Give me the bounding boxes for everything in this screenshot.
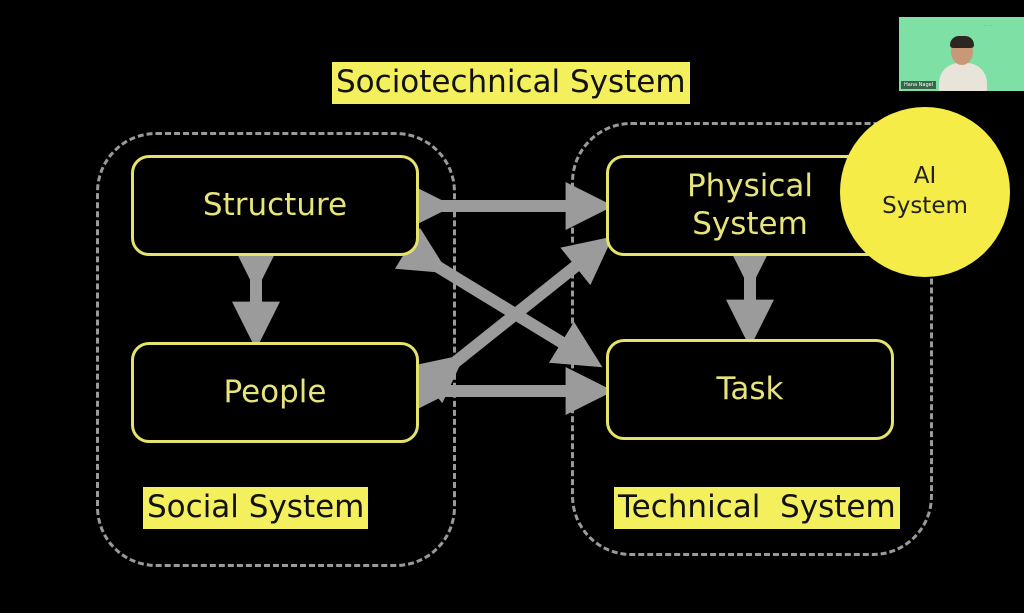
structure-label: Structure <box>202 186 348 223</box>
presenter-hair <box>950 36 974 48</box>
physical-system-label: Physical System <box>686 168 814 242</box>
ai-system-circle: AI System <box>840 107 1010 277</box>
task-node: Task <box>606 339 894 440</box>
social-system-label: Social System <box>143 487 369 529</box>
webcam-slide-text: — — <box>983 23 993 28</box>
arrow-people-physical <box>412 236 613 404</box>
presenter-body <box>939 63 987 91</box>
presenter-name-tag: Hana Nagel <box>901 81 937 89</box>
structure-node: Structure <box>131 155 419 256</box>
diagram-title: Sociotechnical System <box>332 62 690 104</box>
people-node: People <box>131 342 419 443</box>
people-label: People <box>223 373 327 410</box>
technical-system-label: Technical System <box>614 487 900 529</box>
task-label: Task <box>716 370 784 407</box>
webcam-thumbnail[interactable]: — — Hana Nagel <box>899 17 1024 91</box>
ai-system-label: AI System <box>882 163 968 219</box>
